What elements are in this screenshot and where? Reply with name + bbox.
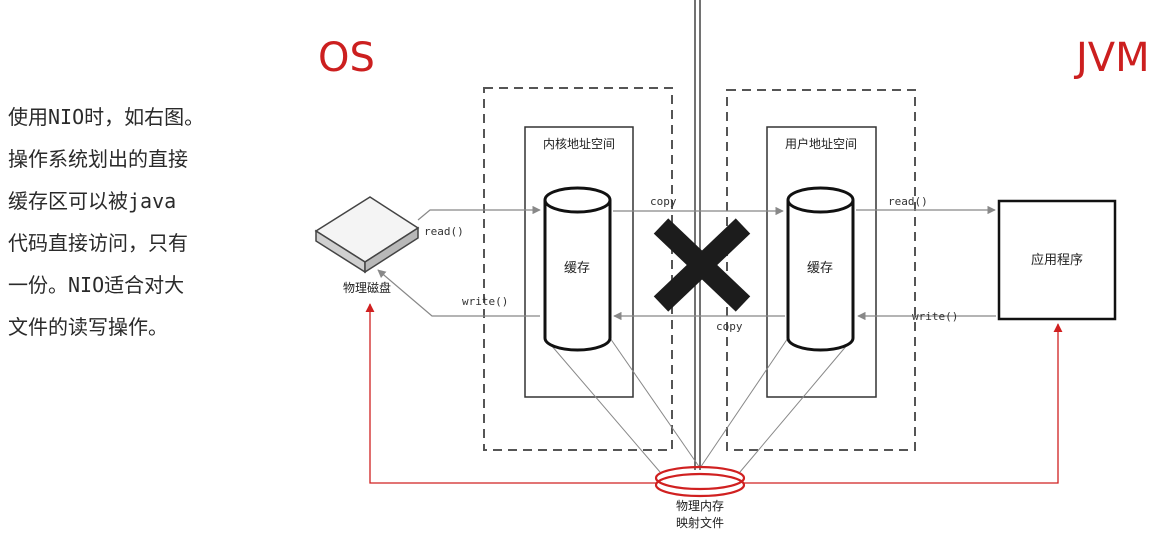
copy-bottom-label: copy: [716, 320, 743, 333]
description-line: 使用NIO时，如右图。: [8, 105, 205, 129]
kernel-address-space-label: 内核地址空间: [543, 137, 615, 151]
os-region-dashed-box: [483, 87, 673, 451]
mapping-to-disk-arrow: [365, 303, 656, 484]
disk-read-label: read(): [424, 225, 464, 238]
application-box: [997, 199, 1117, 321]
description-line: 缓存区可以被java: [8, 189, 177, 213]
jvm-heading: JVM: [1076, 35, 1150, 81]
description-line: 代码直接访问，只有: [8, 231, 188, 255]
user-buffer-cylinder: [786, 186, 855, 352]
disk-write-arrow: [377, 269, 540, 317]
os-heading: OS: [318, 35, 375, 81]
mapping-projection-lines: [544, 337, 854, 473]
user-address-space-label: 用户地址空间: [785, 136, 857, 151]
description-text: 使用NIO时，如右图。 操作系统划出的直接 缓存区可以被java 代码直接访问，…: [8, 96, 270, 348]
app-write-label: write(): [912, 310, 958, 323]
mapped-file-ellipse: [654, 465, 746, 498]
description-line: 一份。NIO适合对大: [8, 273, 185, 297]
mapped-file-label-line2: 映射文件: [676, 515, 724, 530]
physical-disk-icon: [314, 196, 420, 274]
description-line: 文件的读写操作。: [8, 315, 168, 339]
disk-read-arrow: [417, 205, 541, 221]
jvm-region-dashed-box: [726, 89, 916, 451]
mapped-file-label-line1: 物理内存: [676, 499, 724, 513]
application-label: 应用程序: [1031, 252, 1083, 268]
copy-top-label: copy: [650, 195, 677, 208]
physical-disk-label: 物理磁盘: [343, 280, 391, 295]
disk-write-label: write(): [462, 295, 508, 308]
app-read-label: read(): [888, 195, 928, 208]
mapping-to-app-arrow: [744, 323, 1063, 484]
kernel-buffer-cylinder: [543, 186, 612, 352]
kernel-buffer-label: 缓存: [564, 261, 590, 276]
copy-disabled-cross-icon: [653, 218, 751, 312]
kernel-address-space-box: [524, 126, 634, 398]
user-buffer-label: 缓存: [807, 261, 833, 276]
user-address-space-box: [766, 126, 877, 398]
description-line: 操作系统划出的直接: [8, 147, 188, 171]
os-jvm-divider: [694, 0, 701, 470]
